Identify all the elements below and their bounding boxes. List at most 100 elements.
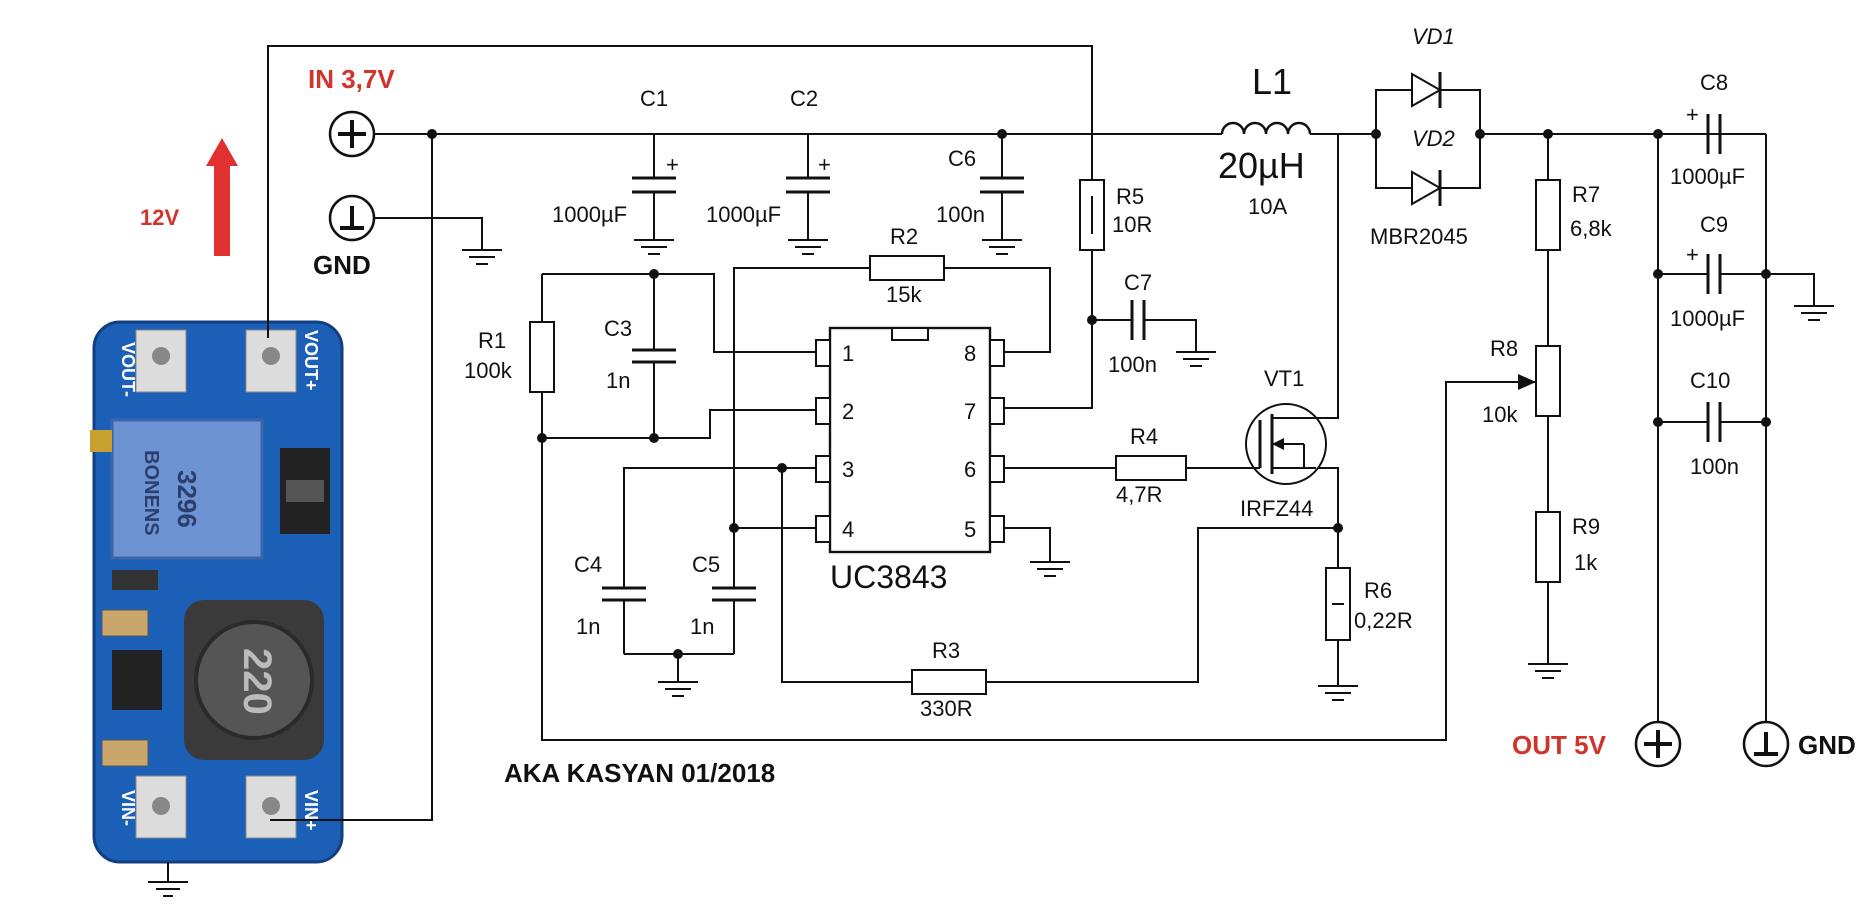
voltage-up-arrow — [206, 138, 238, 256]
r1-value: 100k — [464, 358, 513, 383]
l1-ref: L1 — [1252, 61, 1292, 102]
c5-ref: C5 — [692, 552, 720, 577]
r1-ref: R1 — [478, 328, 506, 353]
c8-plus: + — [1686, 102, 1699, 127]
wiring — [374, 89, 1815, 741]
r8-value: 10k — [1482, 402, 1518, 427]
ic-pin-1: 1 — [842, 341, 854, 366]
resistor-r3: R3 330R — [911, 638, 987, 721]
c8-ref: C8 — [1700, 70, 1728, 95]
diode-part-number: MBR2045 — [1370, 224, 1468, 249]
c1-ref: C1 — [640, 86, 668, 111]
c4-ref: C4 — [574, 552, 602, 577]
resistor-r4: R4 4,7R — [1115, 424, 1187, 507]
output-voltage-label: OUT 5V — [1512, 730, 1607, 760]
capacitor-c8: + C8 1000µF — [1670, 70, 1745, 189]
inductor-marking: 220 — [235, 648, 279, 715]
r8-ref: R8 — [1490, 336, 1518, 361]
ic-pin-8: 8 — [964, 341, 976, 366]
ic-pin-3: 3 — [842, 457, 854, 482]
l1-current: 10A — [1248, 194, 1287, 219]
r5-ref: R5 — [1116, 184, 1144, 209]
r7-value: 6,8k — [1570, 216, 1613, 241]
uc3843-ic: 1 2 3 4 5 6 7 8 UC3843 — [815, 326, 1005, 595]
module-wires — [148, 45, 1093, 897]
capacitor-c7: C7 100n — [1108, 270, 1157, 377]
module-pin-vin-minus: VIN- — [118, 790, 138, 826]
c10-ref: C10 — [1690, 368, 1730, 393]
resistor-r1: R1 100k — [464, 321, 555, 393]
c9-plus: + — [1686, 242, 1699, 267]
c10-value: 100n — [1690, 454, 1739, 479]
resistor-r7: R7 6,8k — [1535, 179, 1613, 251]
vt1-ref: VT1 — [1264, 366, 1304, 391]
c4-value: 1n — [576, 614, 600, 639]
ground-symbols — [462, 239, 1834, 701]
diode-vd2: VD2 — [1411, 126, 1455, 206]
resistor-r9: R9 1k — [1535, 511, 1600, 583]
inductor-l1: L1 20µH 10A — [1218, 61, 1316, 219]
junction-dots — [427, 129, 1771, 659]
input-voltage-label: IN 3,7V — [308, 64, 395, 94]
ic-name: UC3843 — [830, 559, 947, 595]
capacitor-c6: C6 100n — [936, 146, 1024, 227]
c7-value: 100n — [1108, 352, 1157, 377]
potentiometer-r8: R8 10k — [1482, 336, 1561, 427]
c2-value: 1000µF — [706, 202, 781, 227]
r4-ref: R4 — [1130, 424, 1158, 449]
c5-value: 1n — [690, 614, 714, 639]
c2-ref: C2 — [790, 86, 818, 111]
capacitor-c9: + C9 1000µF — [1670, 212, 1745, 331]
input-gnd-label: GND — [313, 250, 371, 280]
c6-value: 100n — [936, 202, 985, 227]
ic-pin-2: 2 — [842, 399, 854, 424]
c9-ref: C9 — [1700, 212, 1728, 237]
module-pin-vout-minus: VOUT- — [118, 342, 138, 397]
capacitor-c5: C5 1n — [690, 552, 756, 639]
module-output-voltage: 12V — [140, 205, 179, 230]
author-credit: AKA KASYAN 01/2018 — [504, 758, 775, 788]
r2-value: 15k — [886, 282, 922, 307]
r9-ref: R9 — [1572, 514, 1600, 539]
r3-value: 330R — [920, 696, 973, 721]
capacitor-c2: + C2 1000µF — [706, 86, 831, 227]
r5-value: 10R — [1112, 212, 1152, 237]
pot-marking: 3296 — [172, 470, 202, 528]
vd1-ref: VD1 — [1412, 24, 1455, 49]
input-plus-terminal — [328, 110, 376, 158]
r3-ref: R3 — [932, 638, 960, 663]
r7-ref: R7 — [1572, 182, 1600, 207]
c2-plus: + — [818, 152, 831, 177]
ic-pin-5: 5 — [964, 517, 976, 542]
mosfet-vt1: VT1 IRFZ44 — [1240, 366, 1327, 521]
c3-ref: C3 — [604, 316, 632, 341]
capacitor-c10: C10 100n — [1690, 368, 1739, 479]
resistor-r2: R2 15k — [869, 224, 945, 307]
capacitor-c3: C3 1n — [604, 316, 676, 393]
r4-value: 4,7R — [1116, 482, 1162, 507]
ic-pin-6: 6 — [964, 457, 976, 482]
r2-ref: R2 — [890, 224, 918, 249]
diode-vd1: VD1 — [1411, 24, 1455, 108]
boost-module-photo: VOUT- VOUT+ VIN- VIN+ 3296 BONENS 220 — [90, 320, 344, 864]
ic-pin-4: 4 — [842, 517, 854, 542]
output-gnd-terminal — [1742, 720, 1790, 768]
capacitor-c4: C4 1n — [574, 552, 646, 639]
c6-ref: C6 — [948, 146, 976, 171]
ic-pin-7: 7 — [964, 399, 976, 424]
r6-ref: R6 — [1364, 578, 1392, 603]
c1-value: 1000µF — [552, 202, 627, 227]
output-gnd-label: GND — [1798, 730, 1856, 760]
module-pin-vin-plus: VIN+ — [301, 790, 321, 831]
r9-value: 1k — [1574, 550, 1598, 575]
c3-value: 1n — [606, 368, 630, 393]
c9-value: 1000µF — [1670, 306, 1745, 331]
c8-value: 1000µF — [1670, 164, 1745, 189]
resistor-r5: R5 10R — [1079, 179, 1152, 251]
l1-value: 20µH — [1218, 145, 1305, 186]
module-pin-vout-plus: VOUT+ — [301, 330, 321, 391]
vt1-part: IRFZ44 — [1240, 496, 1313, 521]
vd2-ref: VD2 — [1412, 126, 1455, 151]
